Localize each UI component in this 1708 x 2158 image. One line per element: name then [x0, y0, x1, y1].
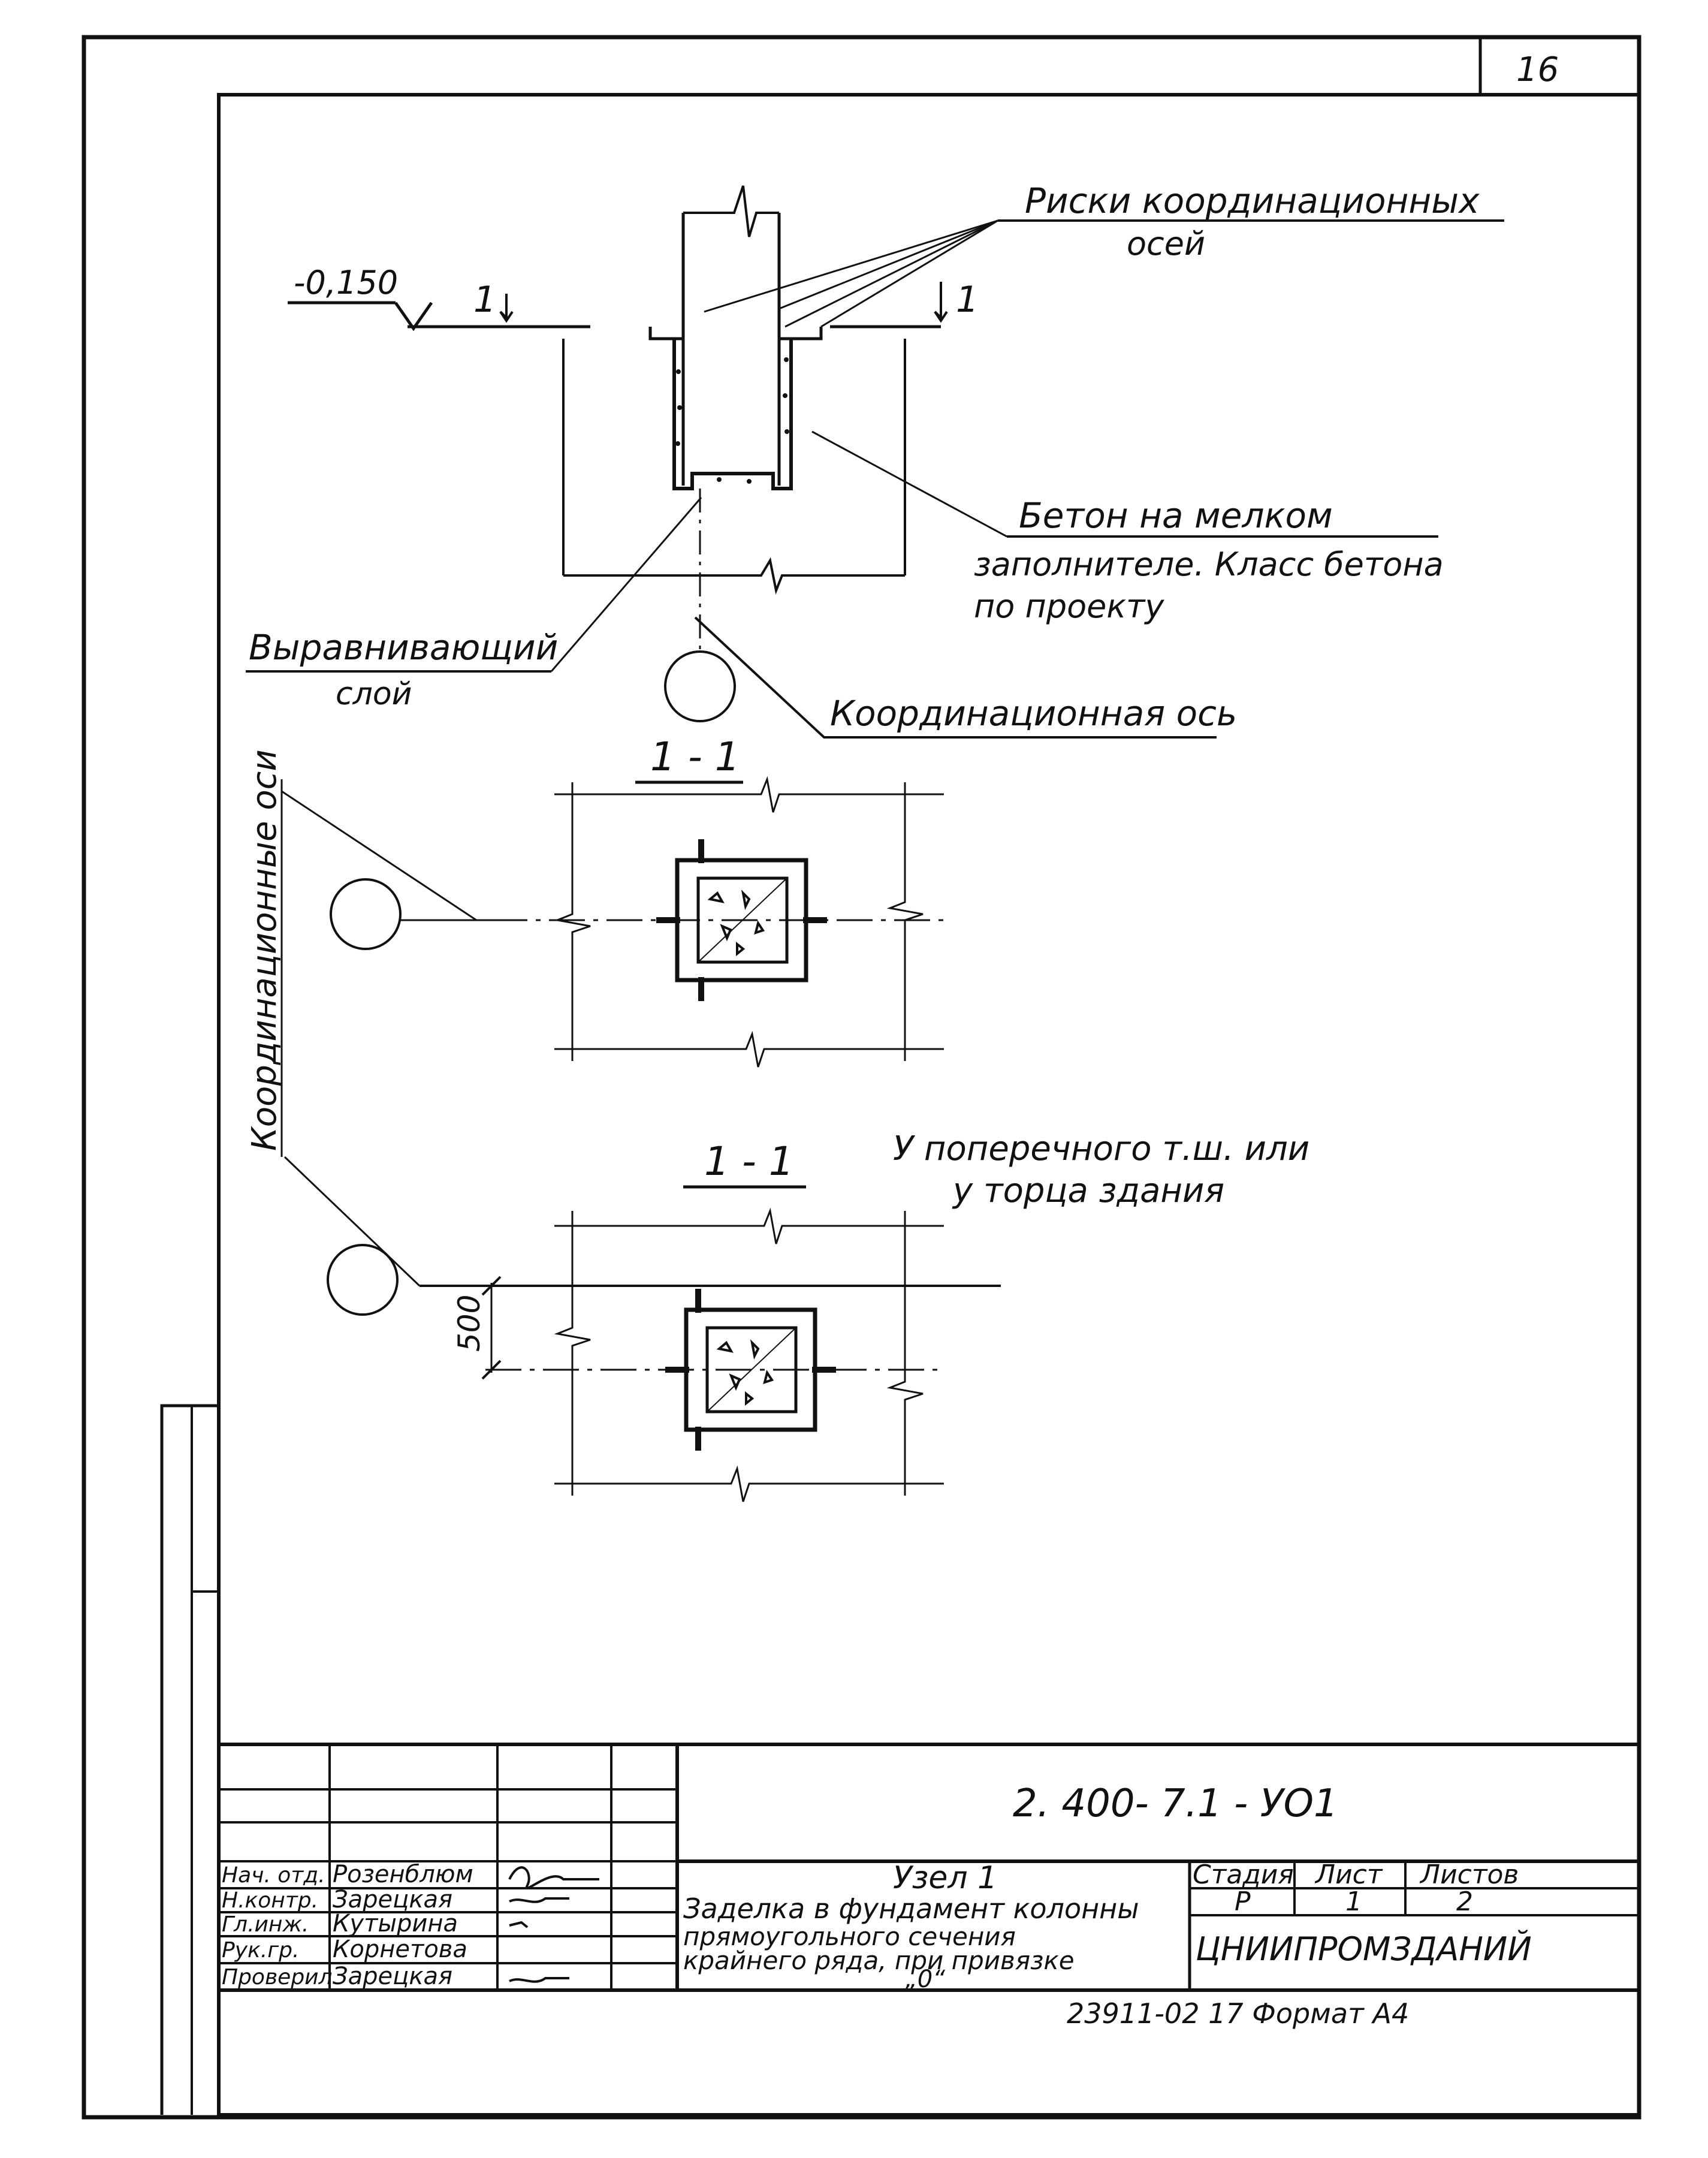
node-line-2: Заделка в фундамент колонны [683, 1892, 1139, 1925]
stage-value: Р [1235, 1886, 1251, 1917]
concrete-label-3: по проекту [974, 587, 1164, 625]
sig-name-5: Зарецкая [333, 1963, 452, 1990]
sig-name-4: Корнетова [333, 1936, 467, 1963]
leveling-label-1: Выравнивающий [249, 627, 558, 668]
elevation-view: -0,150 1 1 Риски координационных осей Бе… [246, 180, 1504, 739]
footer-format: 23911-02 17 Формат А4 [1067, 1997, 1409, 2030]
section-mark-right: 1 [956, 279, 979, 321]
sig-role-5: Проверил [222, 1965, 333, 1990]
leader-risk-4 [820, 219, 998, 328]
ground-step-left [648, 327, 683, 340]
leveling-label-2: слой [336, 676, 412, 712]
leader-risk-3 [784, 219, 998, 328]
section-1-1-bottom: 1 - 1 У поперечного т.ш. или у торца зда… [327, 1129, 1309, 1502]
section-arrow-right [934, 282, 948, 323]
column-break [683, 185, 779, 237]
sig-role-4: Рук.гр. [222, 1938, 299, 1963]
col-sheet: Лист [1314, 1859, 1383, 1890]
dim-500-tick-top [481, 1276, 502, 1296]
binding-strip [160, 1404, 219, 2115]
coord-axes-leader-lower [283, 1156, 421, 1287]
coord-axis-bubble [664, 650, 736, 722]
signature-scribbles [508, 1866, 599, 1983]
transverse-note-1: У поперечного т.ш. или [893, 1129, 1309, 1168]
organization: ЦНИИПРОМЗДАНИЙ [1196, 1930, 1532, 1968]
sec2-top-dim [554, 1207, 944, 1244]
col-sheets: Листов [1419, 1859, 1519, 1890]
socket-outline [672, 339, 793, 490]
sheet-value: 1 [1345, 1886, 1362, 1917]
concrete-fill-dots [675, 357, 789, 484]
node-line-1: Узел 1 [893, 1860, 997, 1896]
sec1-aggregate [707, 890, 765, 957]
sheets-value: 2 [1456, 1886, 1473, 1917]
sig-name-2: Зарецкая [333, 1886, 452, 1913]
sheet-number: 16 [1516, 50, 1559, 89]
node-line-4: крайнего ряда, при привязке [683, 1946, 1075, 1975]
risks-label-2: осей [1127, 225, 1205, 263]
doc-code: 2. 400- 7.1 - УО1 [1013, 1782, 1338, 1826]
coord-axes-leader [281, 790, 477, 921]
section-1-1-top: 1 - 1 [330, 734, 944, 1068]
leader-coord-axis [694, 616, 1217, 739]
transverse-note-2: у торца здания [952, 1171, 1224, 1210]
title-block: Нач. отд. Розенблюм Н.контр. Зарецкая Гл… [219, 1743, 1639, 2030]
dim-500-tick-bottom [481, 1360, 502, 1380]
node-line-5: „0“ [905, 1966, 945, 1993]
foundation-bottom [563, 557, 905, 595]
sig-role-3: Гл.инж. [222, 1912, 309, 1937]
leader-concrete [811, 430, 1007, 538]
section-mark-left: 1 [473, 279, 496, 321]
concrete-label-1: Бетон на мелком [1019, 495, 1333, 536]
tb-left-grid [219, 1744, 677, 1990]
ground-step-right [779, 327, 823, 340]
coord-axis-label: Координационная ось [830, 693, 1237, 734]
section-title-1: 1 - 1 [650, 734, 740, 780]
sig-role-1: Нач. отд. [222, 1863, 325, 1888]
leader-risk-2 [778, 219, 998, 310]
leader-leveling [550, 497, 702, 672]
coord-axes-vertical-label: Координационные оси [245, 749, 284, 1151]
sec1-axis-bubble [330, 878, 402, 950]
elevation-label: -0,150 [294, 264, 398, 302]
section-title-2: 1 - 1 [704, 1138, 794, 1185]
sig-role-2: Н.контр. [222, 1888, 318, 1913]
sec1-left-dim [554, 782, 591, 1061]
dim-500-label: 500 [452, 1295, 487, 1352]
node-line-3: прямоугольного сечения [683, 1922, 1016, 1951]
sec1-bottom-dim [554, 1030, 944, 1068]
leader-risk-1 [704, 219, 998, 313]
sig-name-1: Розенблюм [333, 1861, 473, 1888]
concrete-label-2: заполнителе. Класс бетона [974, 545, 1444, 583]
risks-label-1: Риски координационных [1025, 180, 1480, 221]
sec2-left-dim [554, 1211, 591, 1496]
sig-name-3: Кутырина [333, 1910, 458, 1937]
elevation-mark-arrow [394, 302, 433, 331]
col-stage: Стадия [1193, 1859, 1294, 1890]
sec1-top-dim [554, 776, 944, 813]
outer-frame [82, 35, 1641, 2120]
sec2-axis-bubble [327, 1244, 399, 1316]
section-arrow-left [499, 294, 514, 323]
sec2-aggregate [716, 1339, 774, 1406]
drawing-frame [217, 93, 1641, 2117]
sec2-bottom-dim [554, 1465, 944, 1502]
sec1-right-dim [886, 782, 924, 1061]
sec2-right-dim [886, 1211, 924, 1496]
